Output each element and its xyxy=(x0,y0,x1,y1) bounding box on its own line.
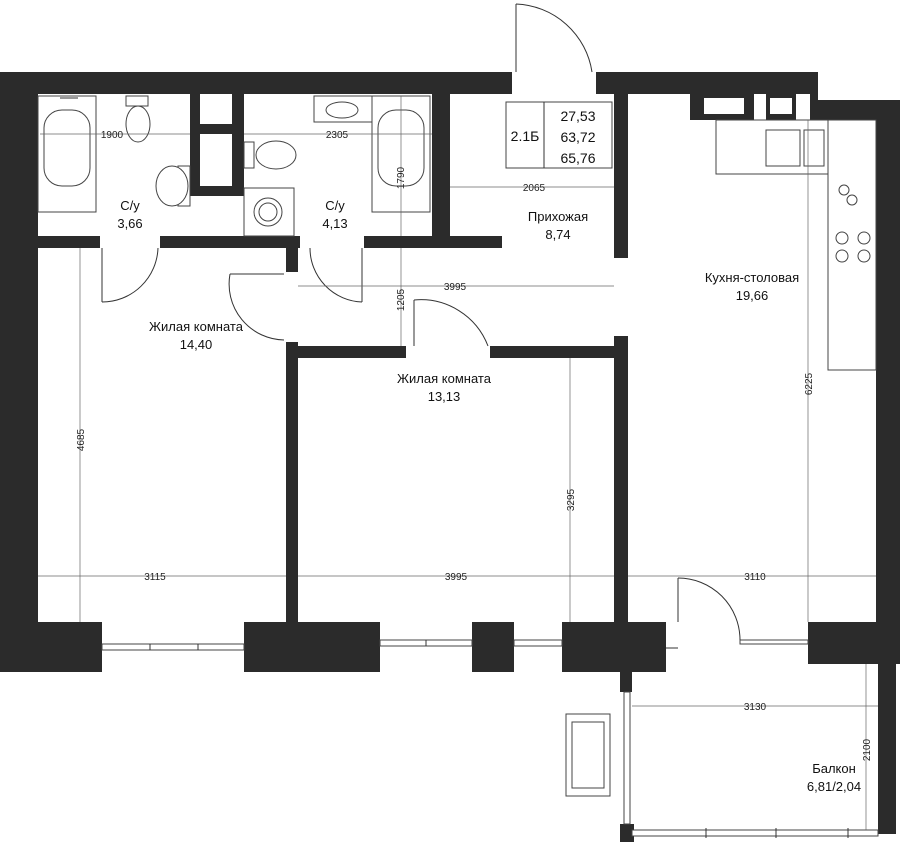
dim-balcony-width: 3130 xyxy=(744,702,767,713)
room-area-bath-1: 3,66 xyxy=(117,216,142,231)
room-area-bath-2: 4,13 xyxy=(322,216,347,231)
dimension-lines xyxy=(38,96,878,830)
dim-balcony-depth: 2100 xyxy=(862,738,873,761)
room-name-balcony: Балкон xyxy=(812,761,856,776)
room-area-balcony: 6,81/2,04 xyxy=(807,779,861,794)
room-name-hallway: Прихожая xyxy=(528,209,588,224)
dim-kitchen-width: 3110 xyxy=(744,572,766,583)
doors xyxy=(101,3,741,649)
dim-bath2-width: 2305 xyxy=(326,130,349,141)
dim-bath1-width: 1900 xyxy=(101,130,124,141)
legend-area-1: 27,53 xyxy=(560,108,595,124)
room-labels: С/у 3,66 С/у 4,13 Прихожая 8,74 Кухня-ст… xyxy=(117,198,861,794)
dim-bedroom2-depth: 3295 xyxy=(566,488,577,511)
unit-code: 2.1Б xyxy=(511,128,540,144)
fixtures xyxy=(37,95,877,797)
room-area-kitchen: 19,66 xyxy=(736,288,769,303)
room-name-kitchen: Кухня-столовая xyxy=(705,270,799,285)
room-name-bedroom-2: Жилая комната xyxy=(397,371,492,386)
dim-corridor-width: 3995 xyxy=(444,282,467,293)
dim-bath2-depth: 1790 xyxy=(396,166,407,189)
room-name-bedroom-1: Жилая комната xyxy=(149,319,244,334)
room-name-bath-2: С/у xyxy=(325,198,345,213)
room-area-bedroom-1: 14,40 xyxy=(180,337,213,352)
room-area-bedroom-2: 13,13 xyxy=(428,389,461,404)
room-name-bath-1: С/у xyxy=(120,198,140,213)
walls xyxy=(0,72,900,842)
dim-kitchen-depth: 6225 xyxy=(804,372,815,395)
dim-bedroom1-width: 3115 xyxy=(144,572,166,583)
dim-bedroom2-width: 3995 xyxy=(445,572,468,583)
dim-corridor-depth: 1205 xyxy=(396,288,407,311)
legend-area-3: 65,76 xyxy=(560,150,595,166)
dim-hall-width: 2065 xyxy=(523,183,546,194)
dim-bedroom1-depth: 4685 xyxy=(76,428,87,451)
unit-legend: 2.1Б 27,53 63,72 65,76 xyxy=(505,101,613,169)
legend-area-2: 63,72 xyxy=(560,129,595,145)
windows xyxy=(101,639,879,838)
dimension-labels: 1900 2305 1790 2065 3995 1205 4685 3295 … xyxy=(76,130,873,761)
room-area-hallway: 8,74 xyxy=(545,227,570,242)
